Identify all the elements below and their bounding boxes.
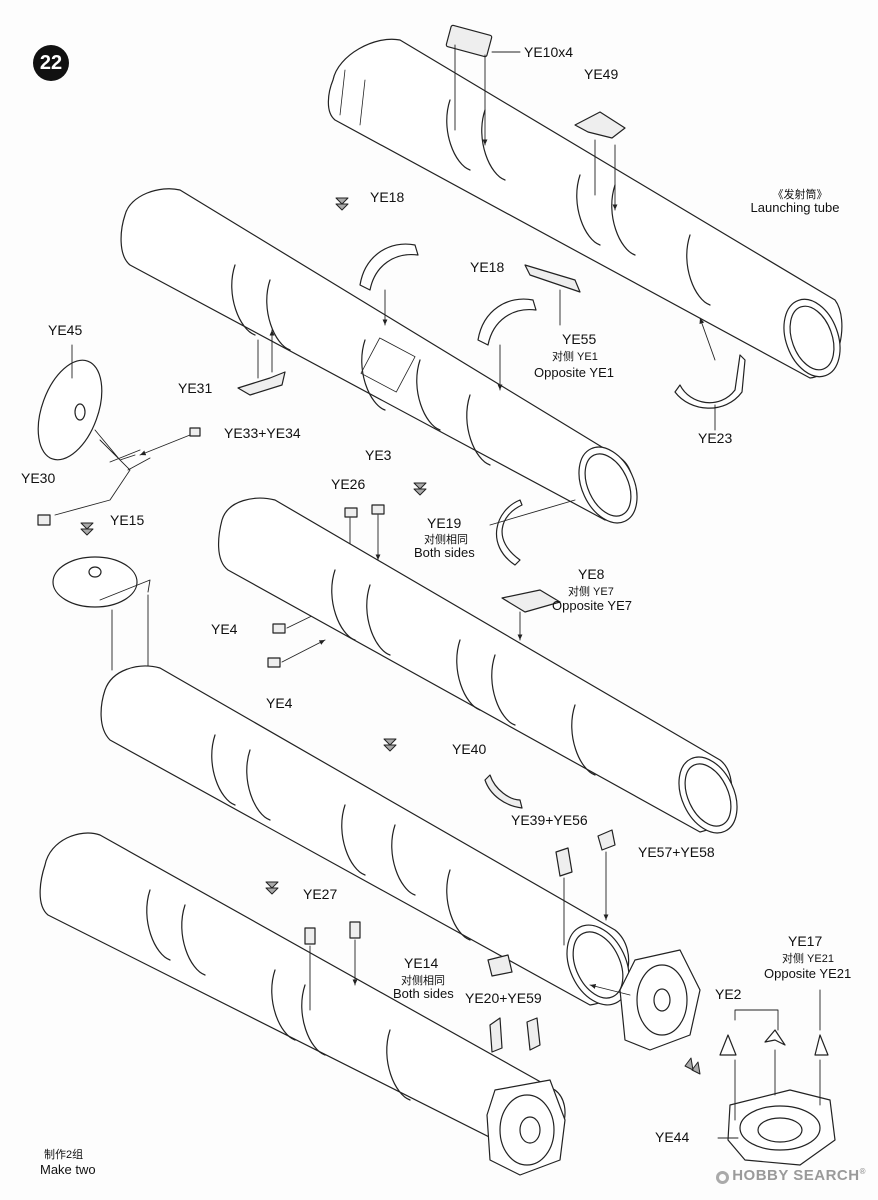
label-ye44: YE44 bbox=[655, 1129, 690, 1145]
label-ye17-cn: 对侧 YE21 bbox=[782, 953, 834, 965]
label-ye40: YE40 bbox=[452, 741, 487, 757]
part-ye19 bbox=[489, 499, 576, 566]
label-ye4-b: YE4 bbox=[266, 695, 293, 711]
label-ye19-en: Both sides bbox=[414, 545, 475, 560]
label-ye4-a: YE4 bbox=[211, 621, 238, 637]
label-make-en: Make two bbox=[40, 1162, 96, 1177]
label-ye45: YE45 bbox=[48, 322, 83, 338]
label-ye27: YE27 bbox=[303, 886, 338, 902]
label-ye39-ye56: YE39+YE56 bbox=[511, 812, 588, 828]
label-ye8: YE8 bbox=[578, 566, 605, 582]
part-ye49 bbox=[574, 111, 626, 210]
launching-tube-3 bbox=[218, 497, 738, 834]
label-ye30: YE30 bbox=[21, 470, 56, 486]
part-ye8 bbox=[501, 589, 561, 641]
label-ye14-cn: 对侧相同 bbox=[401, 975, 445, 987]
label-ye57-ye58: YE57+YE58 bbox=[638, 844, 715, 860]
label-ye49: YE49 bbox=[584, 66, 619, 82]
label-ye18-a: YE18 bbox=[370, 189, 405, 205]
label-ye55-en: Opposite YE1 bbox=[534, 365, 614, 380]
watermark-text: HOBBY SEARCH bbox=[732, 1167, 860, 1184]
label-ye19: YE19 bbox=[427, 515, 462, 531]
part-ye27 bbox=[304, 921, 360, 1011]
part-ye55 bbox=[524, 264, 581, 326]
launching-tube-4 bbox=[100, 665, 630, 1006]
label-launching-cn: 《发射筒》 bbox=[772, 189, 828, 201]
watermark: HOBBY SEARCH® bbox=[716, 1167, 866, 1184]
label-make-cn: 制作2组 bbox=[44, 1149, 84, 1161]
part-ye39-ye57 bbox=[555, 829, 616, 946]
label-ye26: YE26 bbox=[331, 476, 366, 492]
part-ye20-ye59 bbox=[489, 1017, 541, 1053]
part-ye33-ye34 bbox=[237, 330, 286, 396]
label-ye55-cn: 对侧 YE1 bbox=[552, 351, 598, 363]
label-ye18-b: YE18 bbox=[470, 259, 505, 275]
label-ye14: YE14 bbox=[404, 955, 439, 971]
label-ye23: YE23 bbox=[698, 430, 733, 446]
label-ye19-cn: 对侧相同 bbox=[424, 534, 468, 546]
label-ye8-cn: 对侧 YE7 bbox=[568, 586, 614, 598]
watermark-reg: ® bbox=[859, 1167, 866, 1176]
label-launching-en: Launching tube bbox=[750, 200, 840, 215]
label-ye17-en: Opposite YE21 bbox=[764, 966, 852, 981]
label-ye31: YE31 bbox=[178, 380, 213, 396]
label-ye2: YE2 bbox=[715, 986, 742, 1002]
end-cap-bottom bbox=[486, 1079, 566, 1176]
label-ye14-en: Both sides bbox=[393, 986, 454, 1001]
part-ye44 bbox=[717, 989, 836, 1166]
part-ye14 bbox=[487, 954, 513, 977]
label-ye17: YE17 bbox=[788, 933, 823, 949]
part-ye45-disc bbox=[37, 344, 201, 526]
label-ye10x4: YE10x4 bbox=[524, 44, 574, 60]
part-ye18-b bbox=[477, 298, 537, 391]
label-ye8-en: Opposite YE7 bbox=[552, 598, 632, 613]
label-ye33-ye34: YE33+YE34 bbox=[224, 425, 301, 441]
part-ye23 bbox=[674, 317, 746, 431]
launching-tube-2 bbox=[120, 188, 638, 524]
part-ye10 bbox=[445, 24, 521, 145]
part-ye40 bbox=[484, 774, 523, 809]
label-ye15: YE15 bbox=[110, 512, 145, 528]
label-ye55: YE55 bbox=[562, 331, 597, 347]
hobby-search-logo-icon bbox=[716, 1171, 730, 1184]
end-cap-right bbox=[589, 949, 701, 1051]
label-ye20-ye59: YE20+YE59 bbox=[465, 990, 542, 1006]
launching-tube-1 bbox=[327, 38, 843, 379]
label-ye3: YE3 bbox=[365, 447, 392, 463]
part-disc-left bbox=[52, 556, 150, 680]
part-ye18-a bbox=[359, 243, 419, 326]
step-number-badge: 22 bbox=[33, 45, 69, 81]
flip-markers bbox=[80, 197, 701, 1075]
